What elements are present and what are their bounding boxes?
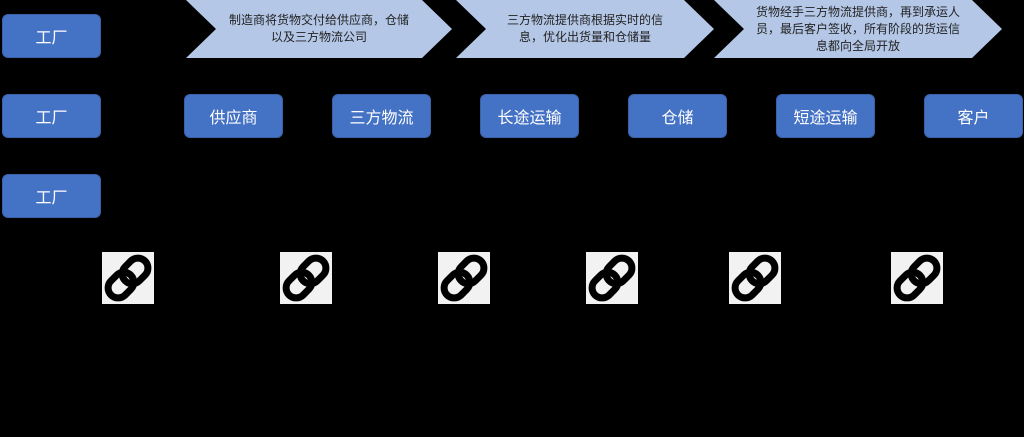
short-haul-transport-box: 短途运输 [776, 94, 875, 138]
chevron-step-2: 三方物流提供商根据实时的信息，优化出货量和仓储量 [456, 0, 714, 58]
factory-box: 工厂 [2, 174, 101, 218]
link-icon [891, 252, 943, 304]
long-haul-transport-box: 长途运输 [480, 94, 579, 138]
chevron-text: 货物经手三方物流提供商，再到承运人员，最后客户签收，所有阶段的货运信息都向全局开… [755, 4, 960, 53]
link-icon [280, 252, 332, 304]
link-icon [102, 252, 154, 304]
chevron-step-3: 货物经手三方物流提供商，再到承运人员，最后客户签收，所有阶段的货运信息都向全局开… [714, 0, 1002, 58]
link-icon [729, 252, 781, 304]
link-icon [586, 252, 638, 304]
link-icon [438, 252, 490, 304]
factory-box: 工厂 [2, 94, 101, 138]
chevron-text: 制造商将货物交付给供应商，仓储以及三方物流公司 [228, 13, 409, 44]
third-party-logistics-box: 三方物流 [332, 94, 431, 138]
factory-box: 工厂 [2, 14, 101, 58]
chevron-step-1: 制造商将货物交付给供应商，仓储以及三方物流公司 [186, 0, 452, 58]
customer-box: 客户 [924, 94, 1023, 138]
warehouse-box: 仓储 [628, 94, 727, 138]
chevron-text: 三方物流提供商根据实时的信息，优化出货量和仓储量 [506, 13, 663, 44]
supplier-box: 供应商 [184, 94, 283, 138]
